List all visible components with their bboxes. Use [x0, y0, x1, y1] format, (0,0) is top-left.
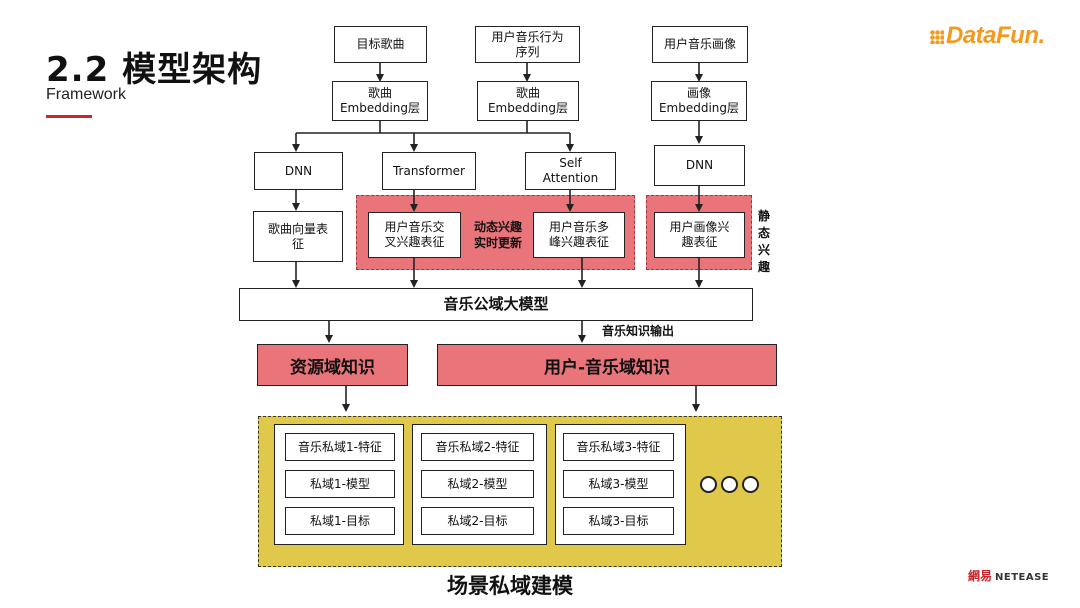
- datafun-logo: DataFun.: [930, 22, 1045, 50]
- ellipsis-dot-icon: [700, 476, 717, 493]
- song-embedding-box: 歌曲 Embedding层: [332, 81, 428, 121]
- private-2-feature: 音乐私域2-特征: [421, 433, 534, 461]
- private-1-feature: 音乐私域1-特征: [285, 433, 395, 461]
- self-attention-box: Self Attention: [525, 152, 616, 190]
- song-vector-box: 歌曲向量表 征: [253, 211, 343, 262]
- multi-peak-interest-box: 用户音乐多 峰兴趣表征: [533, 212, 625, 258]
- profile-embedding-box: 画像 Embedding层: [651, 81, 747, 121]
- resource-domain-knowledge: 资源域知识: [257, 344, 408, 386]
- user-music-domain-knowledge: 用户-音乐域知识: [437, 344, 777, 386]
- private-3-feature: 音乐私域3-特征: [563, 433, 674, 461]
- page-title: 2.2 模型架构: [46, 50, 263, 90]
- logo-dots-icon: [930, 29, 944, 44]
- private-3-target: 私域3-目标: [563, 507, 674, 535]
- title-underline: [46, 115, 92, 118]
- dnn-right-box: DNN: [654, 145, 745, 186]
- scene-private-modeling-title: 场景私域建模: [447, 574, 573, 598]
- ellipsis-dot-icon: [742, 476, 759, 493]
- behavior-embedding-box: 歌曲 Embedding层: [477, 81, 579, 121]
- music-public-big-model: 音乐公域大模型: [239, 288, 753, 321]
- static-interest-label: 静 态 兴 趣: [757, 209, 770, 274]
- private-1-target: 私域1-目标: [285, 507, 395, 535]
- transformer-box: Transformer: [382, 152, 476, 190]
- dynamic-interest-label: 动态兴趣 实时更新: [473, 220, 522, 250]
- netease-en: NETEASE: [995, 572, 1050, 583]
- logo-text: DataFun.: [946, 22, 1045, 49]
- ellipsis-dot-icon: [721, 476, 738, 493]
- private-2-target: 私域2-目标: [421, 507, 534, 535]
- target-song-box: 目标歌曲: [334, 26, 427, 63]
- user-profile-box: 用户音乐画像: [652, 26, 748, 63]
- profile-interest-box: 用户画像兴 趣表征: [654, 212, 745, 258]
- page-subtitle: Framework: [46, 86, 127, 103]
- dnn-left-box: DNN: [254, 152, 343, 190]
- knowledge-output-label: 音乐知识输出: [602, 324, 675, 338]
- cross-interest-box: 用户音乐交 叉兴趣表征: [368, 212, 461, 258]
- private-1-model: 私域1-模型: [285, 470, 395, 498]
- behavior-sequence-box: 用户音乐行为 序列: [475, 26, 580, 63]
- private-2-model: 私域2-模型: [421, 470, 534, 498]
- more-domains-ellipsis: [700, 476, 759, 493]
- netease-cn: 網易: [968, 569, 993, 583]
- private-3-model: 私域3-模型: [563, 470, 674, 498]
